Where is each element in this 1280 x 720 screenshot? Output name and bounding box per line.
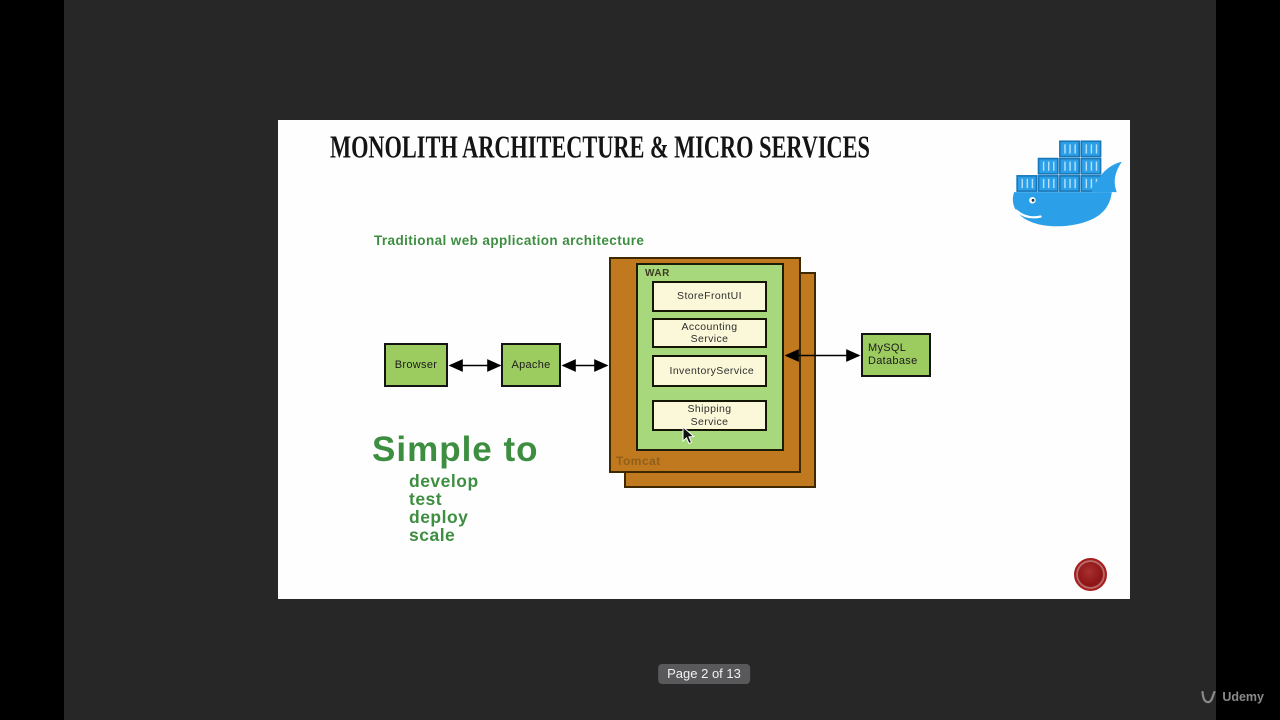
presentation-slide: MONOLITH ARCHITECTURE & MICRO SERVICES xyxy=(278,120,1130,599)
apache-node: Apache xyxy=(501,343,561,387)
video-frame[interactable]: MONOLITH ARCHITECTURE & MICRO SERVICES xyxy=(64,0,1216,720)
list-item: deploy xyxy=(409,507,469,527)
service-shipping: Shipping Service xyxy=(652,400,767,431)
mysql-database-node: MySQL Database xyxy=(861,333,931,377)
diagram-caption: Traditional web application architecture xyxy=(374,233,645,248)
docker-whale-icon xyxy=(1012,140,1122,227)
service-storefrontui: StoreFrontUI xyxy=(652,281,767,312)
browser-node: Browser xyxy=(384,343,448,387)
simple-to-heading: Simple to xyxy=(372,430,539,469)
war-label: WAR xyxy=(645,268,670,279)
list-item: develop xyxy=(409,471,479,491)
simple-to-list: develop test deploy scale xyxy=(409,472,479,544)
list-item: test xyxy=(409,489,443,509)
page-indicator-badge: Page 2 of 13 xyxy=(658,664,750,684)
record-dot-icon xyxy=(1074,558,1107,591)
udemy-u-icon xyxy=(1201,690,1216,703)
service-inventory: InventoryService xyxy=(652,355,767,387)
udemy-watermark: Udemy xyxy=(1200,690,1264,704)
slide-title: MONOLITH ARCHITECTURE & MICRO SERVICES xyxy=(330,129,870,165)
udemy-brand-text: Udemy xyxy=(1222,690,1264,704)
service-accounting: Accounting Service xyxy=(652,318,767,348)
tomcat-label: Tomcat xyxy=(616,454,661,468)
mouse-cursor-icon xyxy=(682,426,696,445)
list-item: scale xyxy=(409,525,456,545)
